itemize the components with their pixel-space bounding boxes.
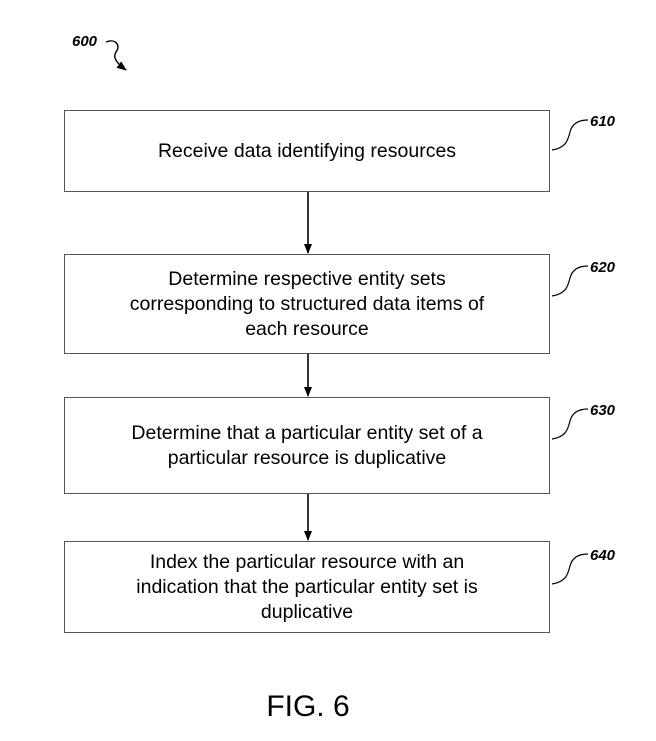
step-ref-610: 610	[590, 113, 616, 130]
step-box-610: Receive data identifying resources	[64, 110, 550, 192]
step-ref-640: 640	[590, 547, 616, 564]
step-box-640: Index the particular resource with an in…	[64, 541, 550, 633]
ref-leader-620	[551, 265, 589, 297]
ref-leader-630	[551, 408, 589, 440]
step-text-640: Index the particular resource with an in…	[136, 550, 478, 623]
ref-leader-640	[551, 553, 589, 585]
step-text-620: Determine respective entity sets corresp…	[129, 267, 485, 340]
step-ref-630: 630	[590, 402, 616, 419]
step-ref-620: 620	[590, 259, 616, 276]
step-box-630: Determine that a particular entity set o…	[64, 397, 550, 494]
figure-ref-leader	[105, 40, 127, 71]
step-text-630: Determine that a particular entity set o…	[131, 421, 483, 469]
figure-caption: FIG. 6	[266, 690, 350, 723]
step-box-620: Determine respective entity sets corresp…	[64, 254, 550, 354]
ref-leader-610	[551, 119, 589, 151]
figure-number: 600	[72, 33, 98, 50]
step-text-610: Receive data identifying resources	[157, 139, 457, 162]
